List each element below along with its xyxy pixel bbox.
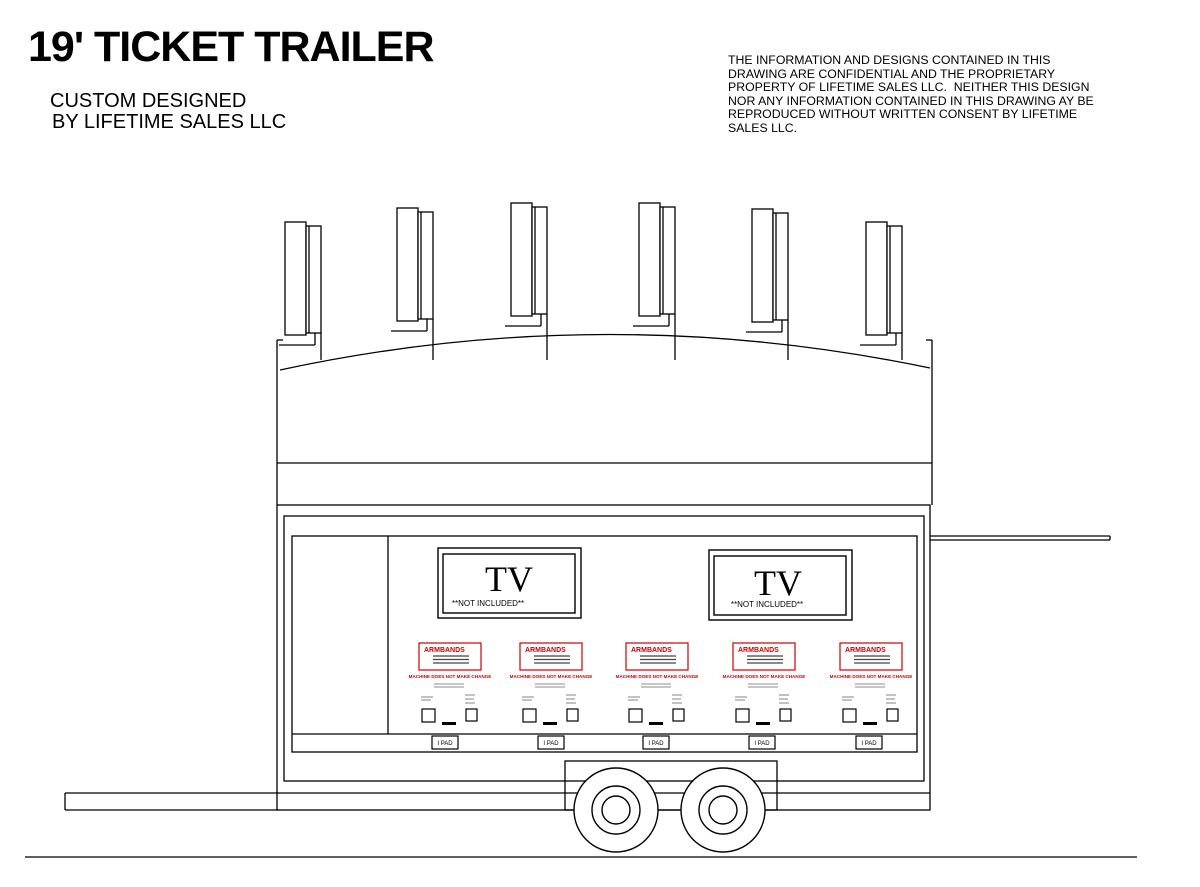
kiosk-warning: MACHINE DOES NOT MAKE CHANGE	[409, 674, 492, 679]
roof-light-5	[746, 208, 789, 360]
designer-credit-line-1: CUSTOM DESIGNED	[50, 90, 247, 112]
tv-2-label: TV	[754, 563, 802, 603]
roof-light-2	[391, 207, 434, 360]
ticket-kiosk-4: ARMBANDS MACHINE DOES NOT MAKE CHANGE	[723, 642, 806, 725]
counter-area	[291, 535, 918, 753]
roof-light-1	[279, 221, 322, 360]
designer-credit-line-2: BY LIFETIME SALES LLC	[52, 111, 287, 133]
kiosk-cash-slot	[886, 708, 899, 722]
kiosk-warning: MACHINE DOES NOT MAKE CHANGE	[616, 674, 699, 679]
ticket-kiosk-2: ARMBANDS MACHINE DOES NOT MAKE CHANGE	[510, 642, 593, 725]
kiosk-cash-slot	[566, 708, 579, 722]
notice-line-3: PROPERTY OF LIFETIME SALES LLC. NEITHER …	[728, 80, 1090, 95]
roof-light-6	[860, 221, 903, 360]
ticket-kiosk-3: ARMBANDS MACHINE DOES NOT MAKE CHANGE	[616, 642, 699, 725]
ipad-label: I PAD	[437, 741, 453, 747]
roof-light-4	[633, 202, 676, 360]
ipad-label: I PAD	[543, 741, 559, 747]
ticket-kiosk-1: ARMBANDS MACHINE DOES NOT MAKE CHANGE	[409, 642, 492, 725]
trailer-body	[276, 504, 931, 811]
notice-line-4: NOR ANY INFORMATION CONTAINED IN THIS DR…	[728, 93, 1094, 108]
kiosk-card-slot	[842, 708, 857, 723]
kiosk-heading: ARMBANDS	[631, 647, 672, 654]
kiosk-cash-slot	[672, 708, 685, 722]
kiosk-card-slot	[735, 708, 750, 723]
notice-line-2: DRAWING ARE CONFIDENTIAL AND THE PROPRIE…	[728, 66, 1056, 81]
notice-line-5: REPRODUCED WITHOUT WRITTEN CONSENT BY LI…	[728, 107, 1078, 122]
ipad-label: I PAD	[861, 741, 877, 747]
tv-1: TV **NOT INCLUDED**	[437, 547, 582, 619]
kiosk-card-slot	[522, 708, 537, 723]
wheel-rear	[680, 767, 766, 853]
confidentiality-notice: THE INFORMATION AND DESIGNS CONTAINED IN…	[728, 53, 1128, 136]
tv-1-label: TV	[485, 559, 533, 599]
ipad-station-1: I PAD	[431, 735, 459, 750]
kiosk-heading: ARMBANDS	[424, 647, 465, 654]
kiosk-cash-slot	[779, 708, 792, 722]
kiosk-warning: MACHINE DOES NOT MAKE CHANGE	[723, 674, 806, 679]
wheel-front	[573, 767, 659, 853]
ipad-station-2: I PAD	[537, 735, 565, 750]
ipad-station-4: I PAD	[748, 735, 776, 750]
ipad-label: I PAD	[648, 741, 664, 747]
ticket-kiosk-5: ARMBANDS MACHINE DOES NOT MAKE CHANGE	[830, 642, 913, 725]
tv-1-note: **NOT INCLUDED**	[452, 599, 524, 608]
kiosk-heading: ARMBANDS	[845, 647, 886, 654]
drawing-title: 19' TICKET TRAILER	[28, 23, 435, 71]
ipad-station-3: I PAD	[642, 735, 670, 750]
kiosk-card-slot	[628, 708, 643, 723]
kiosk-warning: MACHINE DOES NOT MAKE CHANGE	[510, 674, 593, 679]
kiosk-cash-slot	[465, 708, 478, 722]
kiosk-warning: MACHINE DOES NOT MAKE CHANGE	[830, 674, 913, 679]
ipad-station-5: I PAD	[855, 735, 883, 750]
kiosk-heading: ARMBANDS	[738, 647, 779, 654]
designer-credit: CUSTOM DESIGNED BY LIFETIME SALES LLC	[50, 91, 286, 133]
tv-2: TV **NOT INCLUDED**	[708, 549, 853, 621]
kiosk-heading: ARMBANDS	[525, 647, 566, 654]
tv-2-note: **NOT INCLUDED**	[731, 600, 803, 609]
axle-frame	[564, 760, 778, 811]
ipad-label: I PAD	[754, 741, 770, 747]
roof-light-3	[505, 202, 548, 360]
notice-line-6: SALES LLC.	[728, 120, 798, 135]
notice-line-1: THE INFORMATION AND DESIGNS CONTAINED IN…	[728, 53, 1051, 67]
kiosk-card-slot	[421, 708, 436, 723]
